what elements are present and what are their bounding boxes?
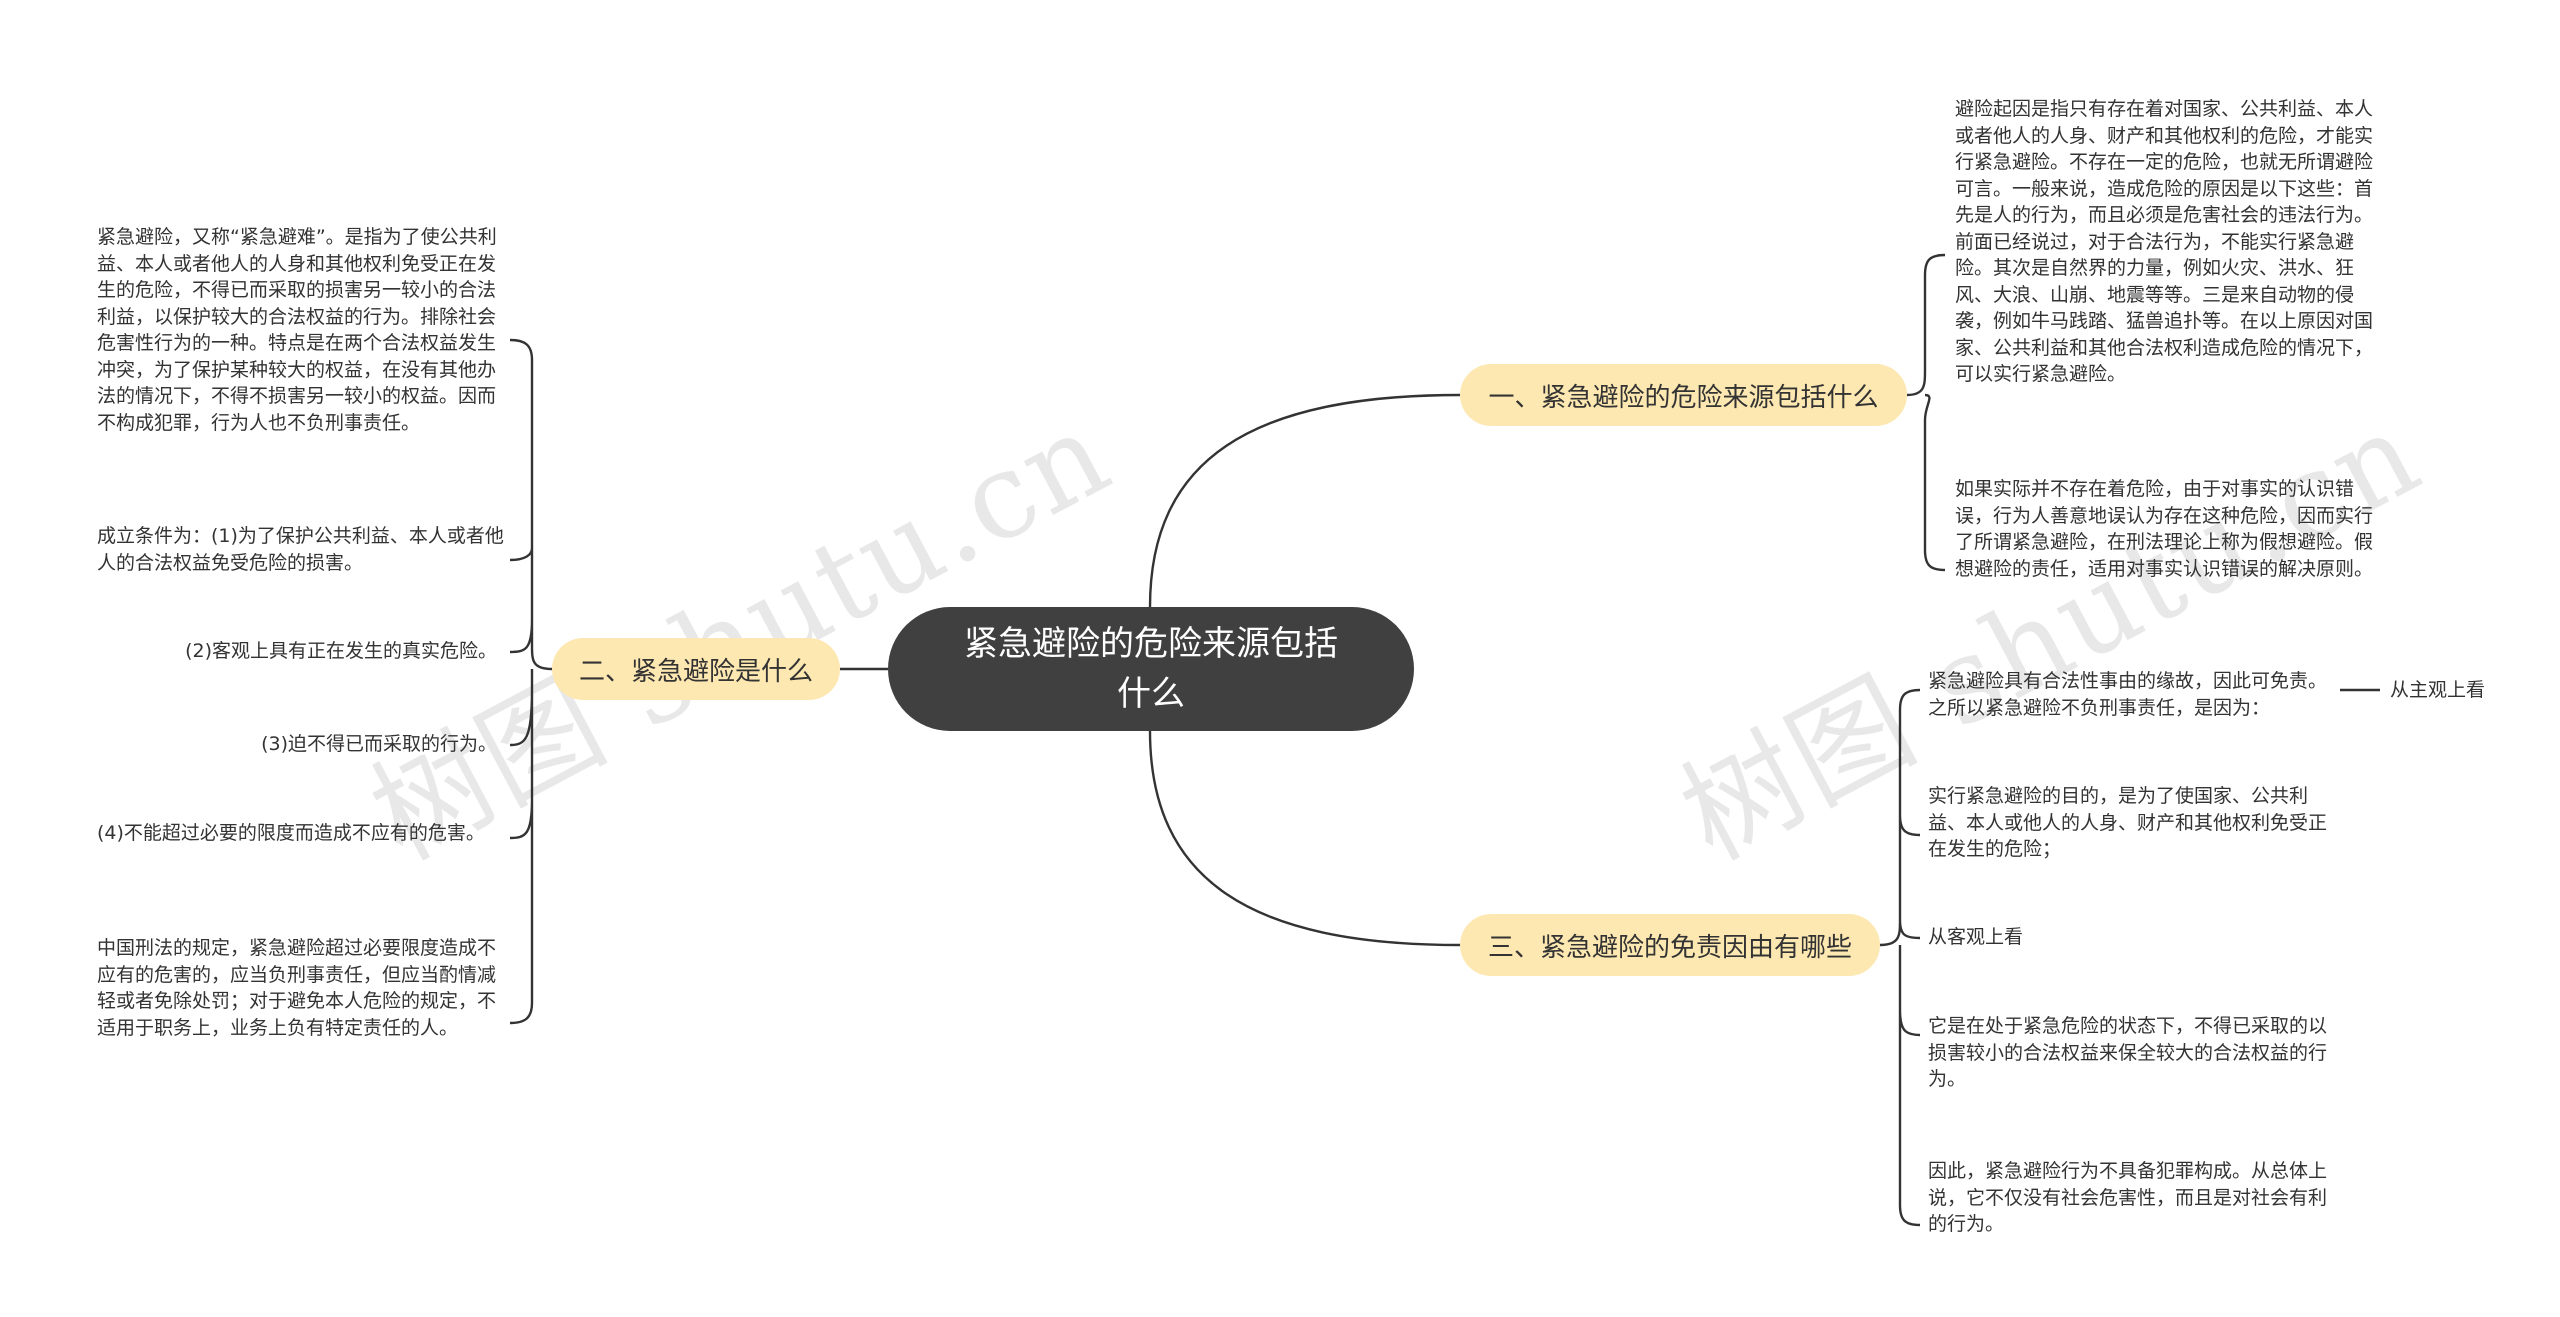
leaf-objective-view: 从客观上看 bbox=[1928, 926, 2024, 948]
leaf-emergency-state: 它是在处于紧急危险的状态下，不得已采取的以损害较小的合法权益来保全较大的合法权益… bbox=[1928, 1015, 2328, 1090]
leaf-purpose: 实行紧急避险的目的，是为了使国家、公共利益、本人或他人的人身、财产和其他权利免受… bbox=[1928, 785, 2328, 860]
leaf-condition-1: 成立条件为：(1)为了保护公共利益、本人或者他人的合法权益免受危险的损害。 bbox=[97, 525, 504, 574]
bracket-b2 bbox=[509, 338, 553, 1025]
leaf-subjective-view: 从主观上看 bbox=[2390, 679, 2486, 701]
branch-node-danger-sources[interactable]: 一、紧急避险的危险来源包括什么 bbox=[1460, 364, 1907, 426]
leaf-condition-4: (4)不能超过必要的限度而造成不应有的危害。 bbox=[97, 822, 485, 844]
branch-node-what-is[interactable]: 二、紧急避险是什么 bbox=[552, 638, 840, 700]
bracket-b1 bbox=[1906, 253, 1946, 572]
link-root-b3 bbox=[1148, 730, 1461, 947]
bracket-b3 bbox=[1879, 688, 1921, 1227]
leaf-imagined-danger: 如果实际并不存在着危险，由于对事实的认识错误，行为人善意地误认为存在这种危险，因… bbox=[1955, 478, 2374, 580]
leaf-condition-2: (2)客观上具有正在发生的真实危险。 bbox=[185, 640, 497, 662]
root-node[interactable]: 紧急避险的危险来源包括什么 bbox=[888, 607, 1414, 731]
leaf-danger-origin: 避险起因是指只有存在着对国家、公共利益、本人或者他人的人身、财产和其他权利的危险… bbox=[1955, 98, 2374, 385]
leaf-exemption-reason: 紧急避险具有合法性事由的缘故，因此可免责。之所以紧急避险不负刑事责任，是因为： bbox=[1928, 670, 2328, 719]
leaf-definition: 紧急避险，又称“紧急避难”。是指为了使公共利益、本人或者他人的人身和其他权利免受… bbox=[97, 226, 497, 434]
leaf-condition-3: (3)迫不得已而采取的行为。 bbox=[261, 733, 497, 755]
leaf-conclusion: 因此，紧急避险行为不具备犯罪构成。从总体上说，它不仅没有社会危害性，而且是对社会… bbox=[1928, 1160, 2328, 1235]
link-root-b1 bbox=[1148, 393, 1461, 608]
branch-node-exemption[interactable]: 三、紧急避险的免责因由有哪些 bbox=[1460, 914, 1880, 976]
leaf-china-criminal-law: 中国刑法的规定，紧急避险超过必要限度造成不应有的危害的，应当负刑事责任，但应当酌… bbox=[97, 937, 497, 1039]
